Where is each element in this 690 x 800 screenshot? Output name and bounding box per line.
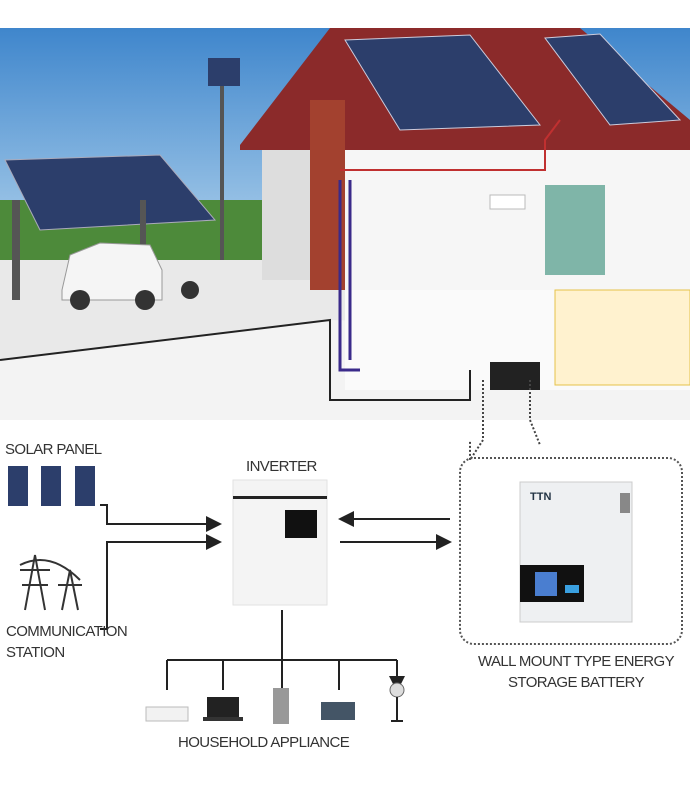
laptop-icon — [203, 697, 243, 721]
communication-label-line1: COMMUNICATION — [6, 623, 128, 640]
street-light-icon — [220, 60, 224, 260]
air-conditioner-icon — [145, 706, 189, 722]
house-scene — [0, 28, 690, 464]
household-appliance-label: HOUSEHOLD APPLIANCE — [178, 734, 350, 751]
house-icon — [0, 28, 690, 464]
carport-solar-icon — [4, 154, 217, 300]
fan-icon — [389, 682, 405, 722]
refrigerator-icon — [273, 688, 289, 724]
solar-panel-icon — [8, 466, 95, 506]
battery-label-line2: STORAGE BATTERY — [508, 674, 645, 691]
battery-brand-logo: TTN — [530, 491, 551, 503]
flow-arrows — [100, 504, 452, 690]
tv-icon — [321, 702, 355, 720]
scooter-icon — [181, 281, 199, 299]
inverter-label: INVERTER — [246, 458, 317, 475]
car-icon — [61, 242, 163, 310]
solar-panel-label: SOLAR PANEL — [5, 441, 102, 458]
battery-callout-box — [459, 457, 683, 645]
battery-label-line1: WALL MOUNT TYPE ENERGY — [478, 653, 675, 670]
communication-label-line2: STATION — [6, 644, 65, 661]
battery-icon: TTN — [519, 481, 633, 623]
transmission-tower-icon — [19, 554, 82, 611]
house-battery-icon — [490, 362, 540, 390]
inverter-icon — [232, 479, 328, 606]
